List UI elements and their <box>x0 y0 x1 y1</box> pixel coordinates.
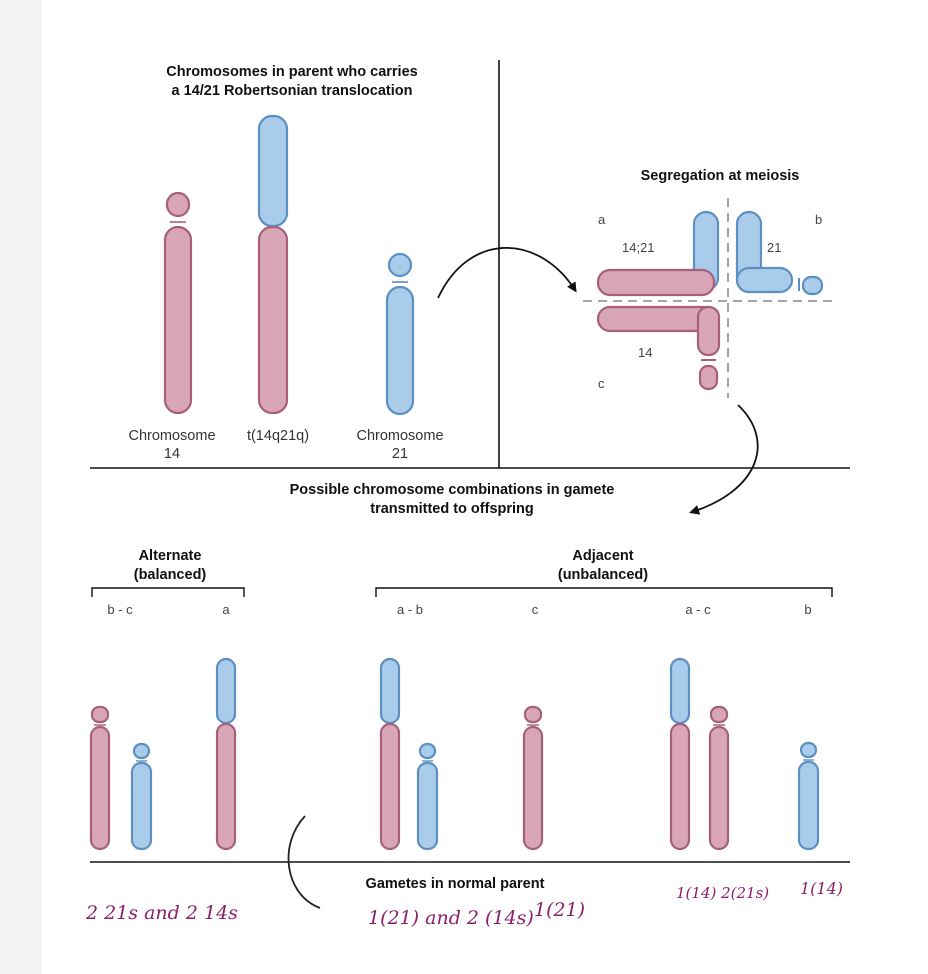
gamete-ab-chr21 <box>416 742 439 851</box>
chr14-label-line1: Chromosome <box>128 428 215 444</box>
handwritten-note-2: 1(21) and 2 (14s) <box>368 907 534 929</box>
gamete-b-chr21 <box>797 741 820 851</box>
translocation-label: t(14q21q) <box>247 428 309 444</box>
gamete-header-line2: transmitted to offspring <box>370 501 534 517</box>
adjacent-sub-ac: a - c <box>685 602 711 617</box>
adjacent-title-line2: (unbalanced) <box>558 567 648 583</box>
adjacent-title-line1: Adjacent <box>572 548 633 564</box>
alternate-sub-a: a <box>222 602 230 617</box>
chr14-label-line2: 14 <box>164 446 180 462</box>
handwritten-note-3: 1(21) <box>534 899 585 921</box>
gamete-ab-translocation <box>379 657 401 851</box>
chromosome-14 <box>163 191 193 415</box>
handwritten-curve <box>287 815 321 909</box>
alternate-bracket <box>91 587 245 597</box>
adjacent-bracket <box>375 587 833 597</box>
gamete-ac-chr14 <box>708 705 730 851</box>
meiosis-letter-a: a <box>598 212 606 227</box>
alternate-title-line1: Alternate <box>139 548 202 564</box>
gamete-header-line1: Possible chromosome combinations in game… <box>290 482 615 498</box>
gamete-ac-translocation <box>669 657 691 851</box>
alternate-sub-bc: b - c <box>107 602 133 617</box>
alternate-title-line2: (balanced) <box>134 567 207 583</box>
gamete-c-chr14 <box>522 705 544 851</box>
meiosis-letter-c: c <box>598 376 605 391</box>
arrow-to-gametes <box>689 404 759 515</box>
top-left-title-line2: a 14/21 Robertsonian translocation <box>172 83 413 99</box>
meiosis-title: Segregation at meiosis <box>641 168 800 184</box>
meiosis-letter-b: b <box>815 212 822 227</box>
gamete-bc-chr21 <box>130 742 153 851</box>
adjacent-sub-ab: a - b <box>397 602 423 617</box>
gamete-a-translocation <box>215 657 237 851</box>
meiosis-label-1421: 14;21 <box>622 240 655 255</box>
chromosome-21 <box>385 252 415 416</box>
meiosis-label-21: 21 <box>767 240 781 255</box>
top-left-title-line1: Chromosomes in parent who carries <box>166 64 417 80</box>
translocation-chromosome-t14q21q <box>257 114 289 415</box>
meiosis-label-14: 14 <box>638 345 652 360</box>
handwritten-note-5: 1(14) <box>800 879 843 898</box>
adjacent-sub-b: b <box>804 602 811 617</box>
chr21-label-line2: 21 <box>392 446 408 462</box>
chr21-label-line1: Chromosome <box>356 428 443 444</box>
meiosis-quadrivalent <box>583 198 835 398</box>
normal-parent-label: Gametes in normal parent <box>366 876 545 892</box>
arrow-to-meiosis <box>437 247 577 299</box>
adjacent-sub-c: c <box>532 602 539 617</box>
handwritten-note-1: 2 21s and 2 14s <box>85 902 238 924</box>
gamete-bc-chr14 <box>89 705 111 851</box>
left-margin-strip <box>0 0 42 974</box>
handwritten-note-4: 1(14) 2(21s) <box>676 884 769 902</box>
